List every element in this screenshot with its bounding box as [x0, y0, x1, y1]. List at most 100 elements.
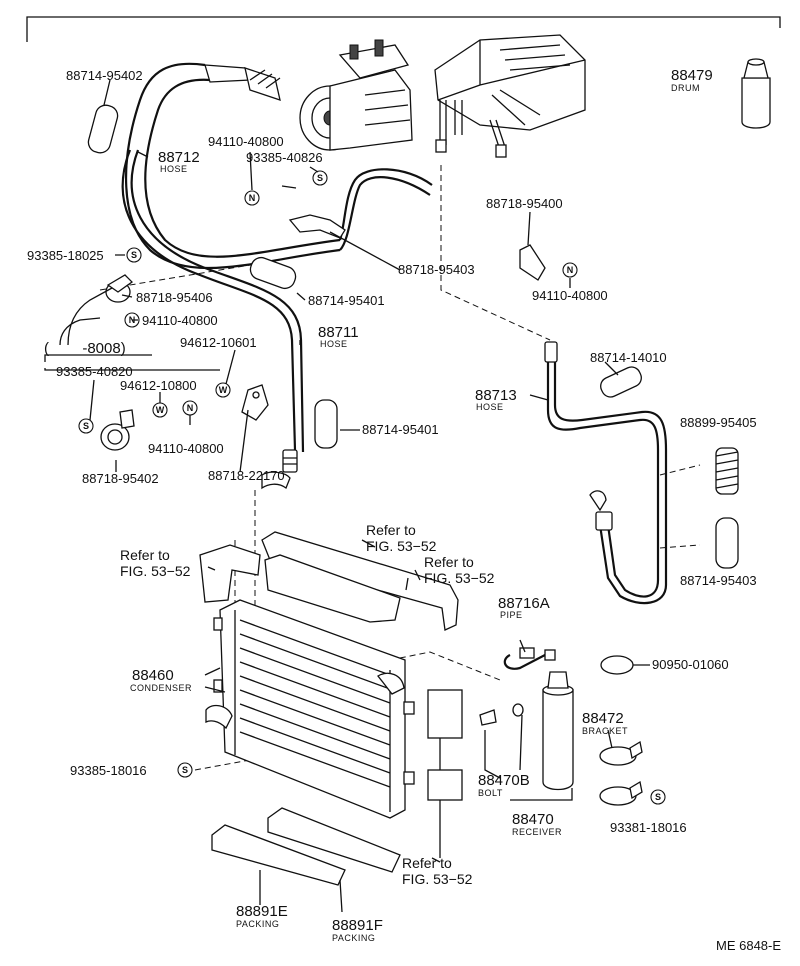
label-88470B: 88470B: [478, 772, 530, 789]
svg-text:N: N: [187, 403, 194, 413]
label-94612-10800: 94612-10800: [120, 378, 197, 393]
bracket-88472-upper: [599, 740, 643, 766]
svg-text:S: S: [83, 421, 89, 431]
label-88711-sub: HOSE: [320, 339, 348, 349]
label-88470: 88470: [512, 811, 554, 828]
leader-lines: [44, 79, 650, 913]
label-88470-sub: RECEIVER: [512, 827, 562, 837]
nut-symbol-d: N: [562, 262, 578, 278]
screw-symbol-e: S: [650, 789, 666, 805]
label-90950-01060: 90950-01060: [652, 657, 729, 672]
clamp-88718-95406: [105, 274, 134, 303]
bracket-88472-lower: [599, 780, 643, 806]
sleeve-88714-14010: [600, 366, 642, 398]
clamp-88718-95400: [519, 244, 546, 281]
sleeve-88899-95405: [715, 447, 739, 495]
block-upper: [427, 689, 463, 739]
label-ref-bottom-1: Refer to: [402, 855, 452, 871]
compressor: [299, 39, 413, 151]
label-93381-18016: 93381-18016: [610, 820, 687, 835]
label-88711: 88711: [318, 324, 359, 341]
label-94110-40800-d: 94110-40800: [532, 288, 608, 303]
label-94110-40800-b: 94110-40800: [142, 313, 218, 328]
label-88718-95400: 88718-95400: [486, 196, 563, 211]
bolt-88470B-part: [479, 709, 497, 726]
label-ref-right-1: Refer to: [424, 554, 474, 570]
hose-88712: [124, 62, 433, 270]
svg-text:W: W: [219, 385, 228, 395]
label-94612-10601: 94612-10601: [180, 335, 257, 350]
leader-88714-95403: [659, 544, 701, 549]
sleeve-88714-95401-mid: [249, 256, 297, 290]
label-88479-sub: DRUM: [671, 83, 700, 93]
label-88714-95403: 88714-95403: [680, 573, 757, 588]
svg-text:W: W: [156, 405, 165, 415]
evaporator-unit: [434, 34, 586, 158]
label-88472-sub: BRACKET: [582, 726, 628, 736]
hose-88713: [544, 341, 668, 605]
screw-symbol-a: S: [312, 170, 328, 186]
label-88479: 88479: [671, 67, 713, 84]
label-88718-95403: 88718-95403: [398, 262, 475, 277]
clamp-88718-95402: [100, 409, 135, 451]
label-88891F-sub: PACKING: [332, 933, 375, 943]
label-88460-sub: CONDENSER: [130, 683, 192, 693]
label-ref-left-2: FIG. 53−52: [120, 563, 191, 579]
svg-text:S: S: [182, 765, 188, 775]
label-88899-95405: 88899-95405: [680, 415, 757, 430]
label-94110-40800-c: 94110-40800: [148, 441, 224, 456]
svg-text:S: S: [131, 250, 137, 260]
label-ref-left-1: Refer to: [120, 547, 170, 563]
nut-symbol-c: N: [182, 400, 198, 416]
hose-88711: [121, 149, 305, 490]
svg-text:N: N: [249, 193, 256, 203]
packing-88891E: [211, 824, 346, 886]
label-94110-40800-a: 94110-40800: [208, 134, 284, 149]
washer-symbol-a: W: [152, 402, 168, 418]
clamp-88718-22170: [241, 384, 269, 421]
label-88891F: 88891F: [332, 917, 383, 934]
clamp-88718-95403: [288, 214, 346, 239]
label-88713: 88713: [475, 387, 517, 404]
packing-88891F: [267, 807, 401, 873]
group-frame: [26, 16, 781, 42]
label-88718-22170: 88718-22170: [208, 468, 285, 483]
sleeve-88714-95401-low: [314, 399, 338, 449]
label-88891E-sub: PACKING: [236, 919, 279, 929]
label-ref-mid-1: Refer to: [366, 522, 416, 538]
label-88714-95401-mid: 88714-95401: [308, 293, 385, 308]
receiver-88470: [542, 671, 574, 791]
seal-top-2: [264, 554, 401, 623]
screw-symbol-c: S: [78, 418, 94, 434]
drum-88479: [741, 58, 771, 129]
label-88714-95402-top: 88714-95402: [66, 68, 143, 83]
svg-text:S: S: [317, 173, 323, 183]
svg-text:N: N: [567, 265, 574, 275]
label-88716A-sub: PIPE: [500, 610, 523, 620]
label-88460: 88460: [132, 667, 174, 684]
label-88712: 88712: [158, 149, 200, 166]
nut-symbol-a: N: [244, 190, 260, 206]
leader-evap-to-hose88713: [440, 165, 551, 341]
label-93385-18016: 93385-18016: [70, 763, 147, 778]
label-88718-95402: 88718-95402: [82, 471, 159, 486]
label-88472: 88472: [582, 710, 624, 727]
leader-hose-mid: [99, 259, 281, 291]
block-lower: [427, 769, 463, 801]
label-88891E: 88891E: [236, 903, 288, 920]
svg-text:S: S: [655, 792, 661, 802]
sleeve-88714-95402: [87, 104, 119, 154]
label-range-8008: ( -8008): [44, 340, 126, 357]
cap-90950-01060: [600, 655, 634, 675]
sleeve-88714-95403: [715, 517, 739, 569]
leader-pipe: [389, 651, 501, 681]
label-88716A: 88716A: [498, 595, 550, 612]
label-ref-bottom-2: FIG. 53−52: [402, 871, 473, 887]
label-88714-95401-low: 88714-95401: [362, 422, 439, 437]
label-88713-sub: HOSE: [476, 402, 504, 412]
label-93385-40826: 93385-40826: [246, 150, 323, 165]
label-93385-18025: 93385-18025: [27, 248, 104, 263]
diagram-code: ME 6848-E: [716, 938, 781, 953]
seal-left: [199, 544, 261, 603]
